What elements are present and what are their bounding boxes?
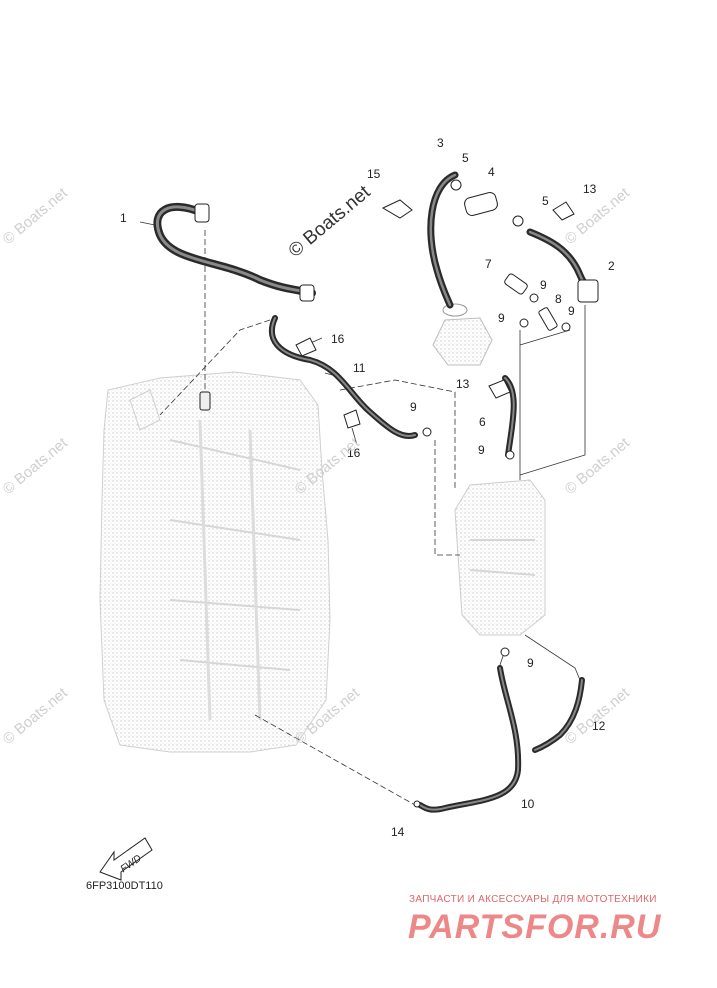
callout-9b: 9: [498, 311, 505, 325]
hose-6-inner: [504, 377, 515, 456]
fitting-1-tail: [299, 284, 315, 302]
grommet-engine: [199, 391, 211, 411]
clamp-9f: [500, 647, 510, 657]
callout-11: 11: [353, 361, 366, 375]
callout-4: 4: [488, 165, 495, 179]
watermark-2: © Boats.net: [0, 434, 71, 498]
callout-9d: 9: [410, 400, 417, 414]
watermark-3: © Boats.net: [0, 684, 71, 748]
diagram-code: 6FP3100DT110: [86, 880, 163, 892]
clamp-13b: [488, 379, 511, 399]
watermark-4: © Boats.net: [562, 184, 634, 248]
callout-15: 15: [367, 167, 381, 181]
clamp-15: [381, 199, 413, 219]
clamp-14: [413, 800, 421, 808]
callout-9e: 9: [478, 443, 485, 457]
clamp-16b: [343, 409, 361, 429]
callout-3: 3: [437, 136, 444, 150]
hoses: [153, 171, 599, 813]
fuel-pump-part: [432, 303, 493, 366]
connector-2: [577, 279, 599, 303]
callout-1: 1: [120, 211, 127, 225]
callout-12: 12: [592, 719, 606, 733]
callout-16b: 16: [347, 446, 361, 460]
callout-5b: 5: [542, 194, 549, 208]
hose-3-inner: [429, 173, 457, 307]
callout-13b: 13: [456, 377, 470, 391]
clamp-9c: [561, 322, 571, 332]
callout-13a: 13: [583, 182, 597, 196]
clamp-9a: [529, 293, 539, 303]
callout-6: 6: [479, 415, 486, 429]
fitting-1-end: [194, 203, 210, 223]
leader-lines: [139, 221, 586, 806]
fittings: [194, 179, 599, 808]
hose-1-inner: [155, 205, 314, 295]
hose-12-inner: [534, 679, 583, 751]
clamp-5b: [512, 215, 524, 227]
part-4-filter: [464, 192, 498, 216]
clamp-9b: [519, 318, 529, 328]
footer-tagline: ЗАПЧАСТИ И АКСЕССУАРЫ ДЛЯ МОТОТЕХНИКИ: [409, 894, 657, 905]
clamp-9e: [505, 450, 515, 460]
hose-10: [417, 665, 522, 813]
clamp-13a: [552, 201, 575, 221]
callout-7: 7: [485, 257, 492, 271]
callout-2: 2: [608, 259, 615, 273]
callout-9c: 9: [568, 304, 575, 318]
footer-logo: PARTSFOR.RU: [408, 908, 662, 946]
hose-10-inner: [419, 667, 520, 811]
callout-9a: 9: [540, 278, 547, 292]
clamp-5a: [450, 179, 462, 191]
callout-9f: 9: [527, 656, 534, 670]
part-7: [504, 273, 528, 295]
callout-8: 8: [555, 292, 562, 306]
callout-10: 10: [521, 797, 535, 811]
fwd-arrow: FWD: [99, 837, 153, 881]
callout-14: 14: [391, 825, 405, 839]
callout-16a: 16: [331, 332, 345, 346]
callout-5a: 5: [462, 151, 469, 165]
fuel-filter-body: [454, 479, 546, 636]
watermark-center: © Boats.net: [285, 181, 375, 262]
clamp-9d: [422, 427, 432, 437]
clamp-16a: [295, 337, 317, 357]
watermark-1: © Boats.net: [0, 184, 71, 248]
part-8: [538, 307, 558, 331]
watermark-5: © Boats.net: [562, 434, 634, 498]
engine-block: [99, 371, 331, 753]
callouts: 1 2 3 4 5 5 6 7 8 9 9 9 9 9 9 10 11 12 1…: [120, 136, 615, 839]
fwd-arrow-icon: [99, 837, 153, 881]
hose-11-inner: [270, 317, 416, 437]
